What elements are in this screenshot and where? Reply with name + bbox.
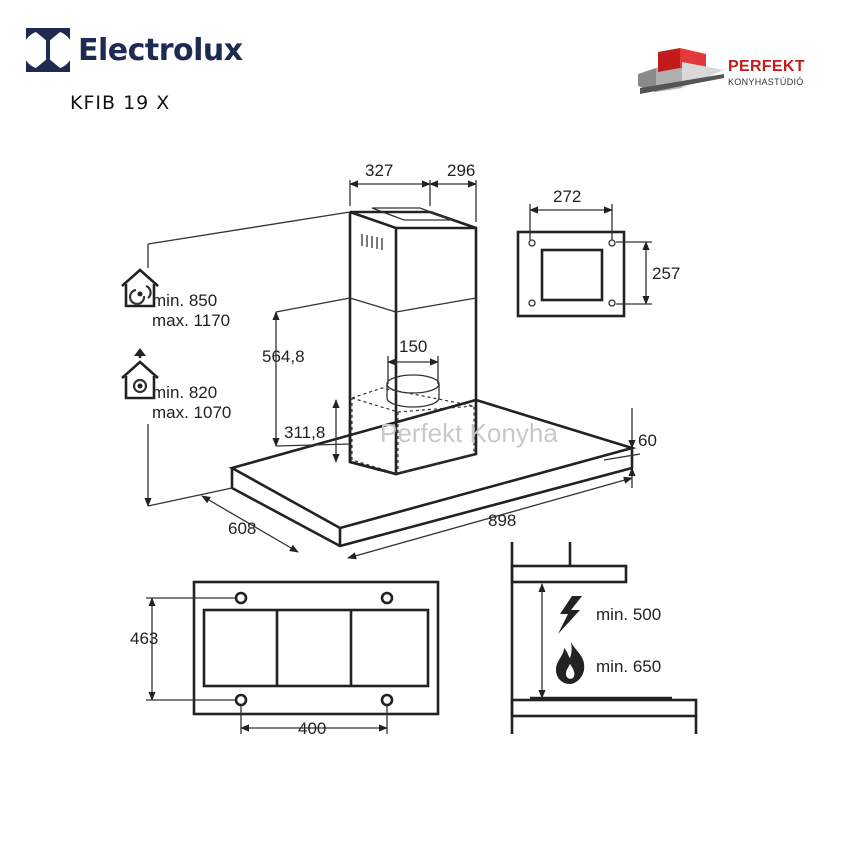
chimney-louvers (361, 234, 383, 250)
extraction-house-icon (121, 348, 159, 400)
dim-cutout-depth: 257 (652, 264, 680, 283)
clearance-gas: min. 650 (596, 657, 661, 676)
dim-cutout-width: 272 (553, 187, 581, 206)
clearance-electric: min. 500 (596, 605, 661, 624)
dim-bottom-spacing: 400 (298, 719, 326, 738)
recirc-max: max. 1170 (152, 311, 230, 330)
extract-max: max. 1070 (152, 403, 231, 422)
dim-chimney-width: 327 (365, 161, 393, 180)
recirc-min: min. 850 (152, 291, 217, 310)
dim-chimney-height: 564,8 (262, 347, 305, 366)
dim-chimney-bottom: 311,8 (284, 423, 325, 442)
perfekt-logo-icon (638, 48, 724, 94)
dim-chimney-depth: 296 (447, 161, 475, 180)
top-cutout-view (516, 204, 652, 318)
extract-min: min. 820 (152, 383, 217, 402)
dim-canopy-depth: 608 (228, 519, 256, 538)
partner-subtitle: KONYHASTÚDIÓ (728, 77, 804, 87)
clearance-side-view (510, 542, 698, 734)
lightning-icon (558, 596, 582, 634)
dim-outlet-diameter: 150 (399, 337, 427, 356)
bottom-view (146, 580, 440, 734)
partner-logo: PERFEKT KONYHASTÚDIÓ (636, 44, 826, 104)
dim-canopy-width: 898 (488, 511, 516, 530)
watermark: Perfekt Konyha (380, 418, 558, 448)
electrolux-logo-icon (26, 28, 70, 72)
motor-box-dashed (351, 387, 475, 475)
model-number: KFIB 19 X (70, 92, 171, 114)
brand-name: Electrolux (78, 32, 243, 68)
main-dimensions (144, 180, 641, 560)
brand-header: Electrolux (26, 28, 243, 72)
dim-canopy-thickness: 60 (638, 431, 657, 450)
flame-icon (556, 642, 585, 684)
recirculation-house-icon (121, 268, 159, 308)
dim-bottom-depth: 463 (130, 629, 158, 648)
partner-name: PERFEKT (728, 58, 805, 75)
